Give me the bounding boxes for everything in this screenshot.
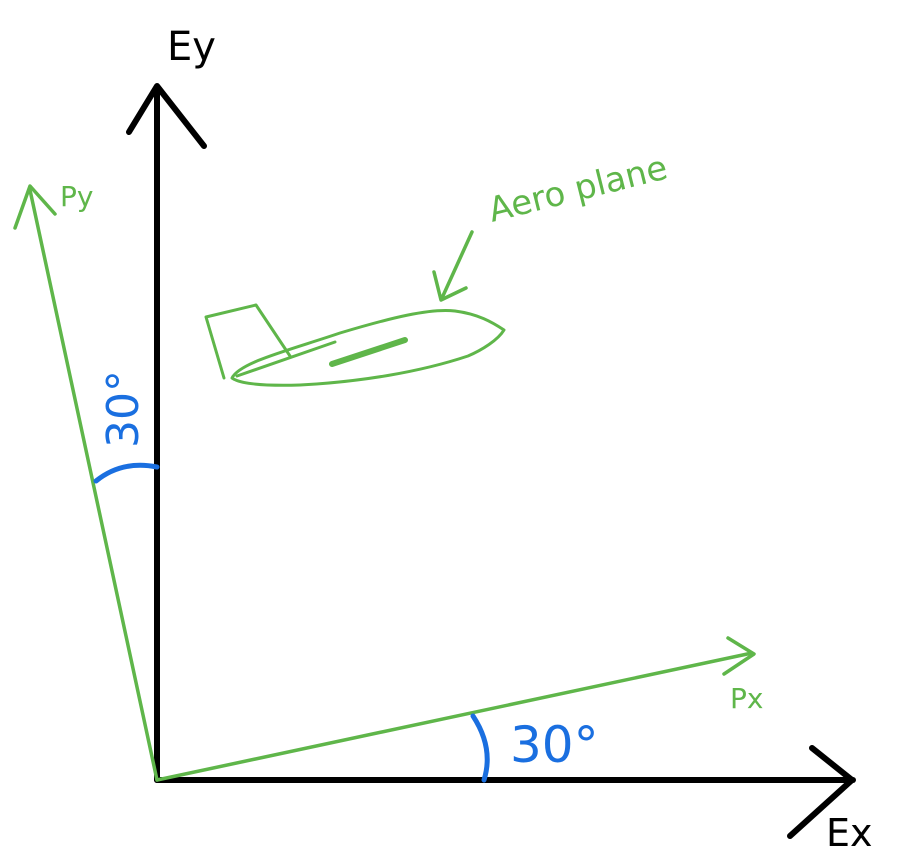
plane-x-arrowhead (722, 636, 756, 676)
plane-axes (13, 184, 756, 782)
x-angle-arc (470, 713, 490, 783)
aeroplane-sketch (204, 303, 506, 387)
earth-axes (126, 83, 856, 839)
x-angle-label: 30° (510, 716, 599, 774)
earth-y-label: Ey (167, 24, 216, 70)
aeroplane-label: Aero plane (485, 148, 672, 231)
aeroplane-wing (329, 337, 408, 367)
aeroplane-pointer (432, 230, 474, 302)
plane-y-axis (28, 188, 159, 782)
y-angle-label: 30° (98, 370, 149, 448)
y-angle-arc (93, 462, 160, 484)
plane-y-arrowhead (13, 184, 57, 230)
earth-x-arrowhead (787, 745, 855, 839)
angle-marks (93, 462, 490, 783)
aeroplane-tail (204, 303, 292, 380)
earth-y-arrowhead (126, 83, 207, 149)
pointer-line (440, 230, 474, 300)
aeroplane-body-line (235, 340, 337, 378)
aeroplane-fuselage (230, 308, 506, 387)
plane-x-label: Px (730, 682, 763, 715)
earth-x-label: Ex (826, 811, 873, 855)
pointer-arrowhead (432, 270, 468, 302)
plane-x-axis (155, 651, 754, 782)
plane-y-label: Py (60, 180, 93, 213)
